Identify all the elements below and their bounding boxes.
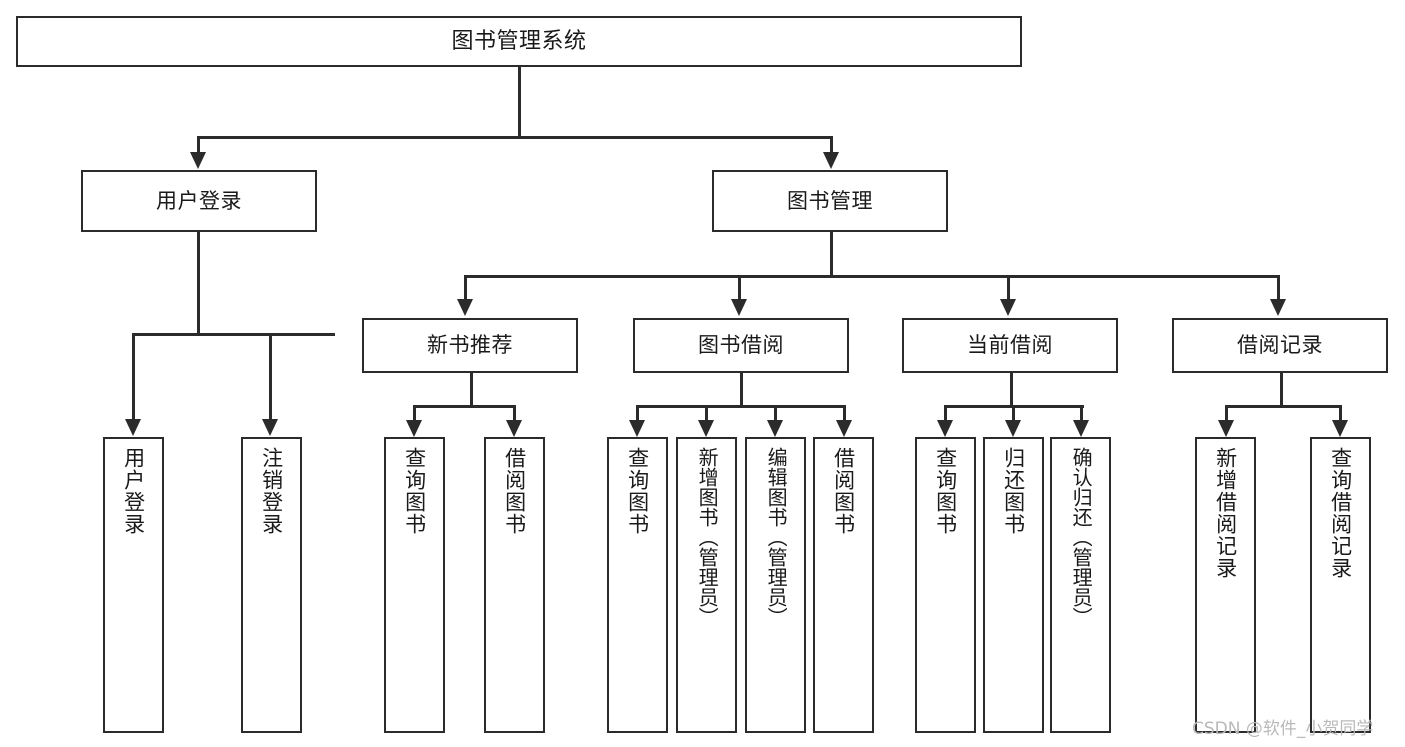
node-label: 查询图书	[625, 447, 650, 535]
connector-book-borrow-leaf4-drop	[843, 405, 846, 421]
leaf-user-login[interactable]: 用户登录	[103, 437, 164, 733]
connector-new-book-rec-bus	[413, 405, 515, 408]
node-root-book-management-system[interactable]: 图书管理系统	[16, 16, 1022, 67]
node-new-book-recommendation[interactable]: 新书推荐	[362, 318, 578, 373]
node-label: 用户登录	[156, 188, 242, 213]
arrow-to-leaf-add-book-admin	[698, 420, 714, 437]
node-label: 确认归还（管理员）	[1069, 447, 1094, 627]
connector-book-borrow-leaf2-drop	[705, 405, 708, 421]
connector-root-to-user-login-drop	[197, 136, 200, 153]
connector-current-borrow-stem	[1010, 373, 1013, 407]
connector-borrow-record-leaf1-drop	[1225, 405, 1228, 421]
arrow-to-leaf-confirm-return-admin	[1073, 420, 1089, 437]
csdn-watermark: CSDN @软件_小贺同学	[1192, 719, 1374, 739]
connector-to-book-borrow-drop	[738, 275, 741, 300]
node-label: 新增借阅记录	[1213, 447, 1238, 579]
connector-borrow-record-bus	[1225, 405, 1341, 408]
node-label: 注销登录	[259, 447, 284, 535]
connector-book-borrow-bus	[636, 405, 846, 408]
connector-user-login-leaf1-drop	[132, 333, 135, 420]
leaf-query-book-borrow[interactable]: 查询图书	[607, 437, 668, 733]
connector-to-new-book-rec-drop	[464, 275, 467, 300]
leaf-query-borrow-record[interactable]: 查询借阅记录	[1310, 437, 1371, 733]
arrow-to-leaf-borrow-book	[836, 420, 852, 437]
connector-book-borrow-leaf1-drop	[636, 405, 639, 421]
node-label: 当前借阅	[967, 333, 1053, 358]
arrow-to-leaf-user-login	[125, 419, 141, 436]
arrow-to-user-login	[190, 152, 206, 169]
arrow-to-leaf-add-borrow-record	[1218, 420, 1234, 437]
arrow-to-leaf-borrow-book-recommendation	[506, 420, 522, 437]
connector-new-book-rec-leaf2-drop	[513, 405, 516, 421]
arrow-to-leaf-query-book-recommendation	[406, 420, 422, 437]
connector-book-manage-stem	[830, 232, 833, 278]
arrow-to-leaf-user-logout	[262, 419, 278, 436]
connector-root-stem	[518, 67, 521, 137]
leaf-borrow-book[interactable]: 借阅图书	[813, 437, 874, 733]
connector-current-borrow-leaf1-drop	[944, 405, 947, 421]
leaf-confirm-return-admin[interactable]: 确认归还（管理员）	[1050, 437, 1111, 733]
node-book-borrow[interactable]: 图书借阅	[633, 318, 849, 373]
node-label: 图书借阅	[698, 333, 784, 358]
node-label: 归还图书	[1001, 447, 1026, 535]
connector-root-bus	[197, 136, 833, 139]
leaf-query-book-recommendation[interactable]: 查询图书	[384, 437, 445, 733]
connector-user-login-bus	[132, 333, 335, 336]
arrow-to-borrow-record	[1270, 299, 1286, 316]
node-label: 查询借阅记录	[1328, 447, 1353, 579]
arrow-to-book-borrow	[731, 299, 747, 316]
node-label: 新增图书（管理员）	[695, 447, 720, 627]
node-label: 新书推荐	[427, 333, 513, 358]
node-label: 借阅图书	[502, 447, 527, 535]
node-label: 编辑图书（管理员）	[764, 447, 789, 627]
leaf-return-book[interactable]: 归还图书	[983, 437, 1044, 733]
arrow-to-new-book-recommendation	[457, 299, 473, 316]
leaf-user-logout[interactable]: 注销登录	[241, 437, 302, 733]
leaf-add-book-admin[interactable]: 新增图书（管理员）	[676, 437, 737, 733]
node-label: 借阅记录	[1237, 333, 1323, 358]
connector-to-current-borrow-drop	[1007, 275, 1010, 300]
connector-book-manage-bus	[464, 275, 1280, 278]
arrow-to-current-borrow	[1000, 299, 1016, 316]
arrow-to-leaf-return-book	[1005, 420, 1021, 437]
leaf-add-borrow-record[interactable]: 新增借阅记录	[1195, 437, 1256, 733]
connector-root-to-book-manage-drop	[830, 136, 833, 153]
node-label: 借阅图书	[831, 447, 856, 535]
node-book-management[interactable]: 图书管理	[712, 170, 948, 232]
connector-current-borrow-leaf2-drop	[1012, 405, 1015, 421]
connector-to-borrow-record-drop	[1277, 275, 1280, 300]
connector-new-book-rec-leaf1-drop	[413, 405, 416, 421]
arrow-to-leaf-query-book-borrow	[629, 420, 645, 437]
arrow-to-leaf-query-borrow-record	[1332, 420, 1348, 437]
connector-borrow-record-leaf2-drop	[1339, 405, 1342, 421]
node-label: 图书管理	[787, 188, 873, 213]
node-current-borrow[interactable]: 当前借阅	[902, 318, 1118, 373]
leaf-borrow-book-recommendation[interactable]: 借阅图书	[484, 437, 545, 733]
leaf-edit-book-admin[interactable]: 编辑图书（管理员）	[745, 437, 806, 733]
node-label: 查询图书	[402, 447, 427, 535]
connector-current-borrow-leaf3-drop	[1080, 405, 1083, 421]
node-label: 查询图书	[933, 447, 958, 535]
connector-book-borrow-leaf3-drop	[774, 405, 777, 421]
node-user-login[interactable]: 用户登录	[81, 170, 317, 232]
connector-book-borrow-stem	[740, 373, 743, 407]
connector-user-login-stem	[197, 232, 200, 336]
arrow-to-leaf-query-book-current	[937, 420, 953, 437]
node-label: 用户登录	[121, 447, 146, 535]
node-label: 图书管理系统	[451, 28, 587, 54]
connector-borrow-record-stem	[1280, 373, 1283, 407]
arrow-to-leaf-edit-book-admin	[767, 420, 783, 437]
arrow-to-book-management	[823, 152, 839, 169]
node-borrow-record[interactable]: 借阅记录	[1172, 318, 1388, 373]
connector-user-login-leaf2-drop	[269, 333, 272, 420]
leaf-query-book-current[interactable]: 查询图书	[915, 437, 976, 733]
connector-new-book-rec-stem	[470, 373, 473, 407]
